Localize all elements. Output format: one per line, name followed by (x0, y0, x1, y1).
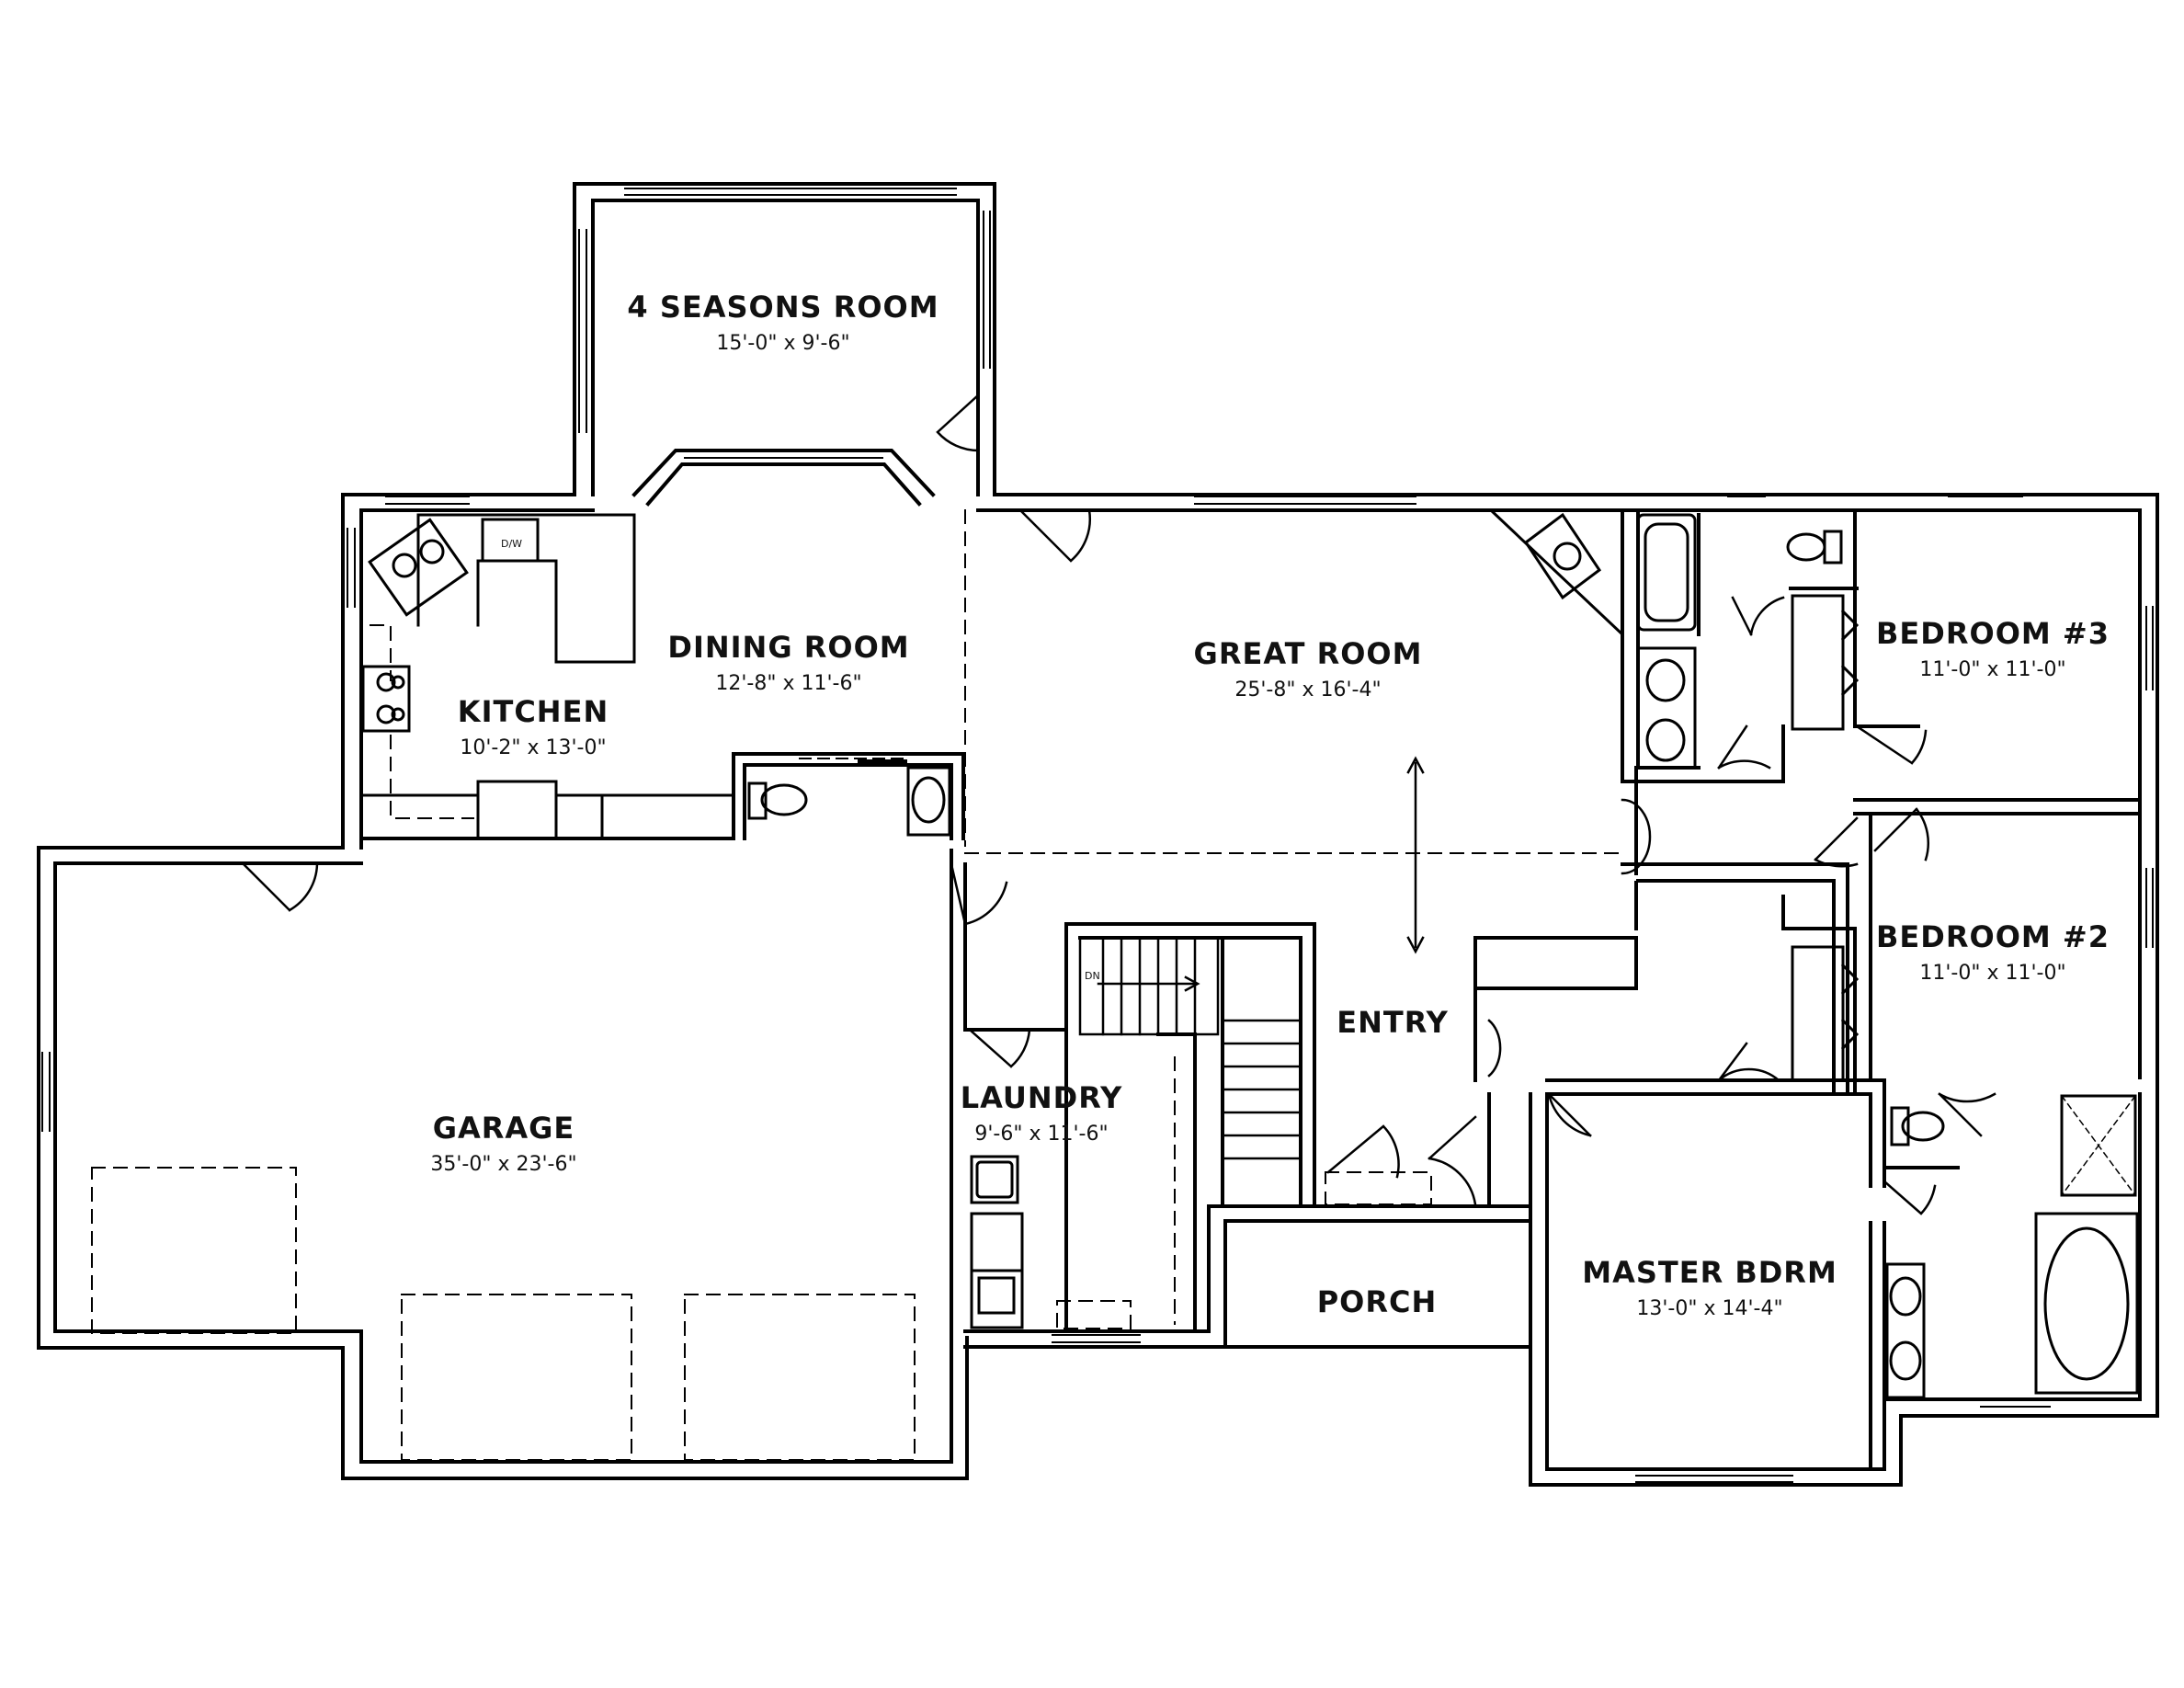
window-icon (41, 188, 2154, 1483)
laundry-name: LAUNDRY (961, 1080, 1123, 1115)
laundry-dims: 9'-6" x 11'-6" (974, 1123, 1108, 1146)
great-room-dims: 25'-8" x 16'-4" (1234, 679, 1381, 701)
kitchen-dims: 10'-2" x 13'-0" (460, 736, 606, 759)
toilet-icon (1786, 532, 1826, 562)
bedroom3-name: BEDROOM #3 (1876, 616, 2110, 651)
great-room-top-wall (993, 493, 2159, 1096)
door-swing-icon (242, 393, 1996, 1215)
kitchen-wall (341, 493, 576, 850)
garage-wall (37, 846, 969, 1480)
sink-icon (1889, 1340, 1922, 1381)
stove-icon (361, 665, 411, 733)
great-room-name: GREAT ROOM (1194, 636, 1423, 671)
room-labels: 4 SEASONS ROOM 15'-0" x 9'-6" DINING ROO… (430, 290, 2110, 1320)
bedroom-closets (1791, 594, 1860, 1082)
washer (970, 1212, 1024, 1272)
stair-label: DN (1085, 970, 1100, 982)
sink-icon (970, 1155, 1019, 1204)
four-seasons-wall (573, 182, 996, 496)
four-seasons-name: 4 SEASONS ROOM (627, 290, 938, 325)
bay-window (631, 449, 936, 507)
sink-icon (368, 518, 469, 617)
sink-icon (1645, 658, 1686, 702)
kitchen-counter (416, 513, 636, 664)
fireplace (1487, 508, 1624, 638)
laundry-fixtures (970, 1155, 1024, 1329)
shower-icon (2060, 1094, 2137, 1197)
dashed-lines (91, 509, 1623, 1461)
porch-name: PORCH (1317, 1284, 1438, 1319)
dishwasher (481, 518, 540, 563)
dining-dims: 12'-8" x 11'-6" (715, 672, 861, 695)
bathtub-icon (1636, 513, 1697, 632)
master-name: MASTER BDRM (1582, 1255, 1837, 1290)
bath-block-wall (1621, 508, 1785, 783)
dimension-arrow (1406, 756, 1425, 954)
stairs (1078, 936, 1302, 1160)
sink-icon (1889, 1276, 1922, 1317)
dryer (970, 1269, 1024, 1329)
toilet-icon (760, 783, 808, 816)
dishwasher-label: D/W (501, 538, 522, 550)
sink-icon (906, 766, 951, 837)
kitchen-bottom-wall (359, 752, 965, 840)
toilet-icon (1901, 1111, 1945, 1142)
exterior-walls (37, 182, 2159, 1487)
dining-name: DINING ROOM (667, 630, 909, 665)
bedroom3-dims: 11'-0" x 11'-0" (1919, 658, 2065, 681)
hall-bath (1636, 513, 1843, 770)
four-seasons-dims: 15'-0" x 9'-6" (716, 332, 849, 355)
kitchen-name: KITCHEN (458, 694, 609, 729)
bedroom2-dims: 11'-0" x 11'-0" (1919, 962, 2065, 985)
master-wall (1529, 1092, 2159, 1487)
laundry-wall (963, 1219, 1532, 1349)
powder-room (747, 758, 951, 837)
plan-drawing (37, 182, 2159, 1487)
garage-name: GARAGE (433, 1111, 575, 1146)
master-bath (1883, 1094, 2139, 1399)
sink-icon (1645, 718, 1686, 762)
kitchen-fixtures (361, 513, 735, 840)
entry-closet (1473, 936, 1638, 990)
stair-wall (1064, 922, 1316, 1206)
bathtub-icon (2034, 1212, 2139, 1395)
garage-dims: 35'-0" x 23'-6" (430, 1153, 576, 1176)
bedroom2-name: BEDROOM #2 (1876, 919, 2110, 954)
master-dims: 13'-0" x 14'-4" (1636, 1297, 1782, 1320)
entry-name: ENTRY (1337, 1005, 1449, 1040)
